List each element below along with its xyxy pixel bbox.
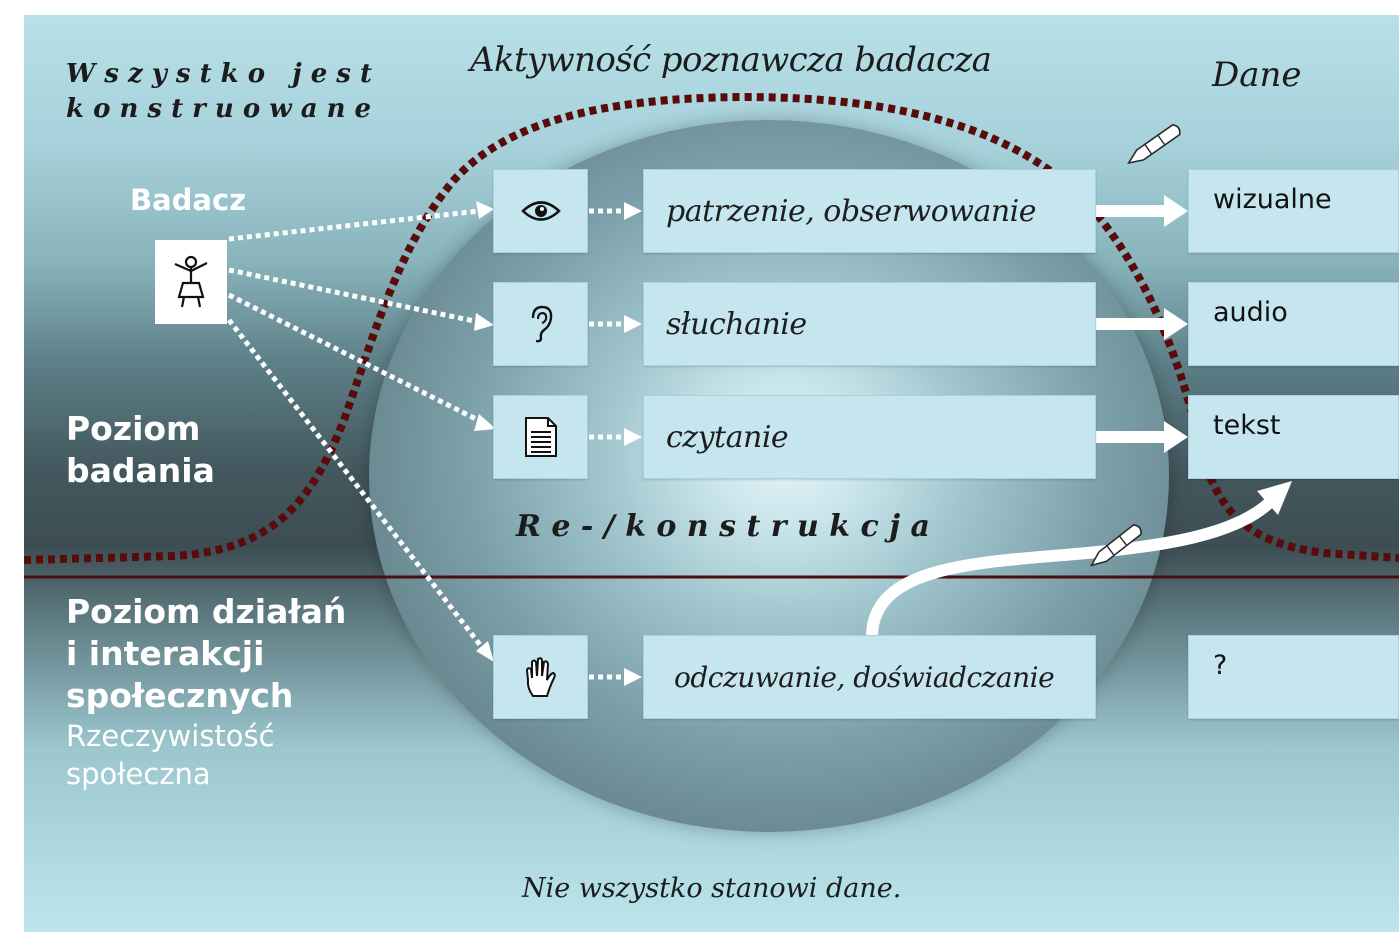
action-level-line2: i interakcji <box>66 634 265 673</box>
research-level-line1: Poziom <box>66 409 201 448</box>
arrowhead-short-4 <box>624 668 642 686</box>
dotted-arrow-ear <box>228 267 480 325</box>
action-level-label: Poziom działań i interakcji społecznych <box>66 591 346 717</box>
solid-arrow-text <box>1164 421 1188 453</box>
stick-figure-icon <box>174 255 208 308</box>
action-level-line3: społecznych <box>66 676 294 715</box>
activity-box-listening: słuchanie <box>643 282 1096 366</box>
curved-arrow-feeling-to-text <box>866 497 1275 641</box>
dotted-arrow-doc <box>227 292 484 425</box>
data-box-audio: audio <box>1188 282 1399 366</box>
data-column-title: Dane <box>1212 55 1302 95</box>
eye-icon-box <box>493 169 588 253</box>
document-icon-box <box>493 395 588 479</box>
diagram-overlay <box>24 92 1399 686</box>
ear-icon-box <box>493 282 588 366</box>
social-reality-line1: Rzeczywistość <box>66 719 275 753</box>
footer-note: Nie wszystko stanowi dane. <box>522 873 902 904</box>
center-title: Aktywność poznawcza badacza <box>470 40 992 80</box>
data-label-visual: wizualne <box>1213 184 1332 215</box>
social-reality-line2: społeczna <box>66 757 211 791</box>
dotted-arrow-eye <box>228 208 480 242</box>
solid-arrow-visual <box>1164 195 1188 227</box>
arrowhead-short-2 <box>624 315 642 333</box>
document-icon <box>524 417 557 457</box>
activity-label-listening: słuchanie <box>666 306 807 342</box>
constructed-heading-line1: W s z y s t k o j e s t <box>66 59 372 89</box>
dotted-arrow-hand <box>227 318 486 652</box>
constructed-heading-line2: k o n s t r u o w a n e <box>66 94 372 124</box>
data-label-unknown: ? <box>1213 650 1228 681</box>
activity-box-feeling: odczuwanie, doświadczanie <box>643 635 1096 719</box>
data-box-visual: wizualne <box>1188 169 1399 253</box>
eye-icon <box>520 201 561 221</box>
slide: W s z y s t k o j e s t k o n s t r u o … <box>24 15 1399 932</box>
pen-icon-top <box>1126 123 1181 165</box>
activity-label-reading: czytanie <box>666 419 789 455</box>
research-level-label: Poziom badania <box>66 408 215 492</box>
pen-icon-bottom <box>1089 524 1142 567</box>
solid-arrow-audio <box>1164 308 1188 340</box>
dotted-boundary-curve <box>24 92 1399 564</box>
arrowhead-doc <box>474 414 496 431</box>
ear-icon <box>531 305 552 343</box>
action-level-line1: Poziom działań <box>66 592 347 631</box>
data-box-text: tekst <box>1188 395 1399 479</box>
activity-label-observing: patrzenie, obserwowanie <box>666 193 1037 229</box>
data-label-audio: audio <box>1213 297 1288 328</box>
data-label-text: tekst <box>1213 410 1281 441</box>
curved-arrowhead <box>1257 481 1292 515</box>
reconstruction-label: R e - / k o n s t r u k c j a <box>516 509 930 544</box>
arrowhead-ear <box>474 313 494 331</box>
hand-icon-box <box>493 635 588 719</box>
activity-box-reading: czytanie <box>643 395 1096 479</box>
research-level-line2: badania <box>66 451 215 490</box>
constructed-heading: W s z y s t k o j e s t k o n s t r u o … <box>66 57 372 127</box>
data-box-unknown: ? <box>1188 635 1399 719</box>
arrowhead-short-3 <box>624 428 642 446</box>
arrowhead-hand <box>476 641 494 662</box>
hand-icon <box>525 657 556 697</box>
social-reality-label: Rzeczywistość społeczna <box>66 717 275 793</box>
arrowhead-short-1 <box>624 202 642 220</box>
researcher-label: Badacz <box>130 183 247 217</box>
activity-label-feeling: odczuwanie, doświadczanie <box>674 660 1055 694</box>
researcher-box <box>155 240 227 324</box>
activity-box-observing: patrzenie, obserwowanie <box>643 169 1096 253</box>
arrowhead-eye <box>476 201 494 219</box>
